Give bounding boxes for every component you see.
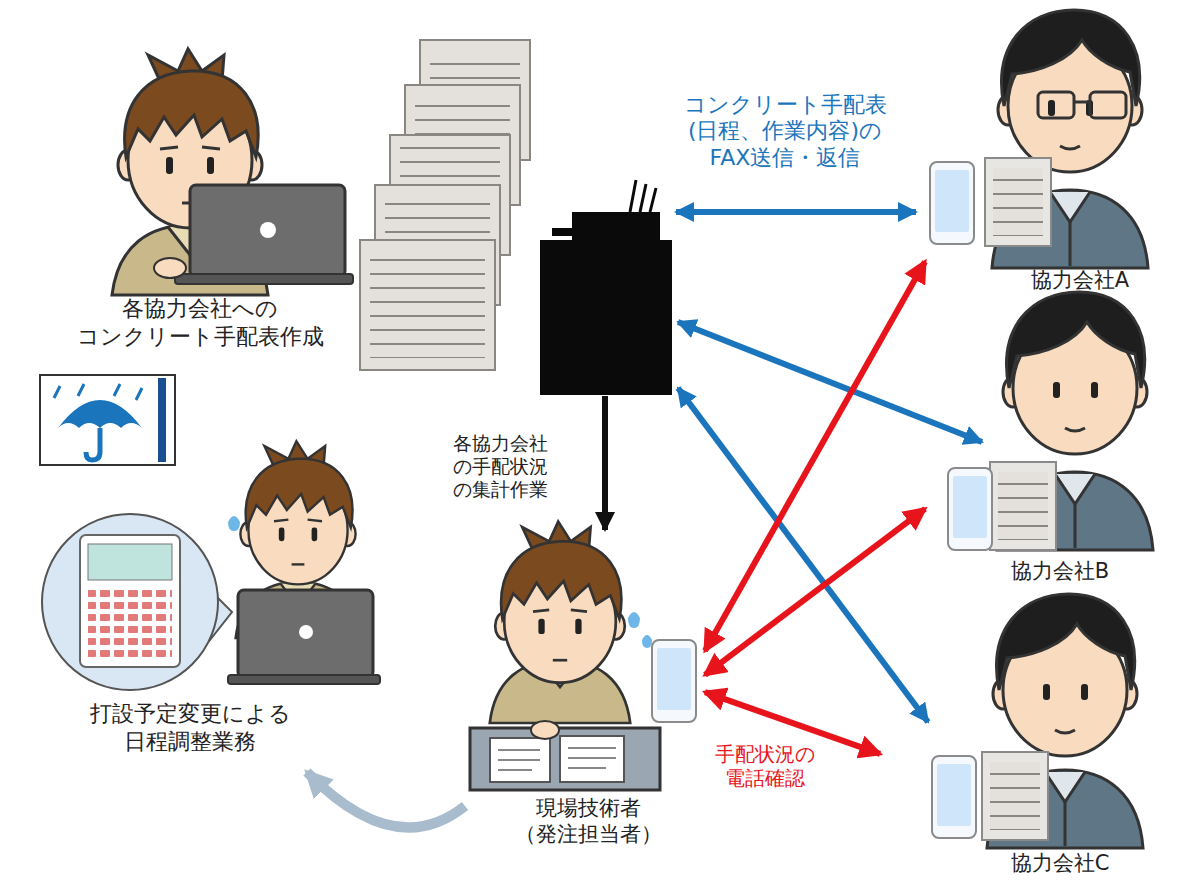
paper-stack-part [360, 240, 495, 370]
paper-stack-part [370, 252, 485, 358]
adjuster-figure-part [228, 675, 380, 684]
fax-machine-part [552, 228, 574, 236]
company-b-figure-part [990, 462, 1056, 550]
figure-caption: 各協力会社への コンクリート手配表作成 [50, 295, 350, 350]
engineer-figure-part [498, 748, 616, 770]
engineer-figure-part [470, 728, 660, 790]
figure-node: 協力会社B [925, 300, 1190, 590]
phone-arrow [705, 509, 925, 675]
adjuster-figure-part [88, 544, 172, 580]
company-a-figure-part [1038, 92, 1074, 118]
adjuster-figure-part [42, 514, 218, 690]
adjuster-figure-part [299, 625, 313, 639]
company-c-figure-part [932, 756, 976, 838]
creator-figure-part [175, 274, 353, 284]
creator-figure-part [260, 222, 276, 238]
adjuster-figure-part [228, 516, 240, 531]
company-b-figure [948, 292, 1153, 550]
fax-arrows-part [678, 388, 928, 722]
company-c-figure-part [993, 594, 1137, 756]
company-a-figure-part [1090, 92, 1126, 118]
fax-machine-part [540, 240, 672, 395]
adjuster-figure-part [58, 400, 142, 428]
company-a-figure-part [930, 162, 974, 244]
fax-machine-part [630, 180, 636, 212]
adjuster-figure-part [88, 588, 172, 660]
adjuster-figure-part [240, 441, 355, 584]
figure-caption: 協力会社C [980, 850, 1140, 876]
engineer-figure-part [531, 721, 559, 739]
creator-figure-part [190, 185, 345, 277]
engineer-figure-part [642, 635, 652, 648]
fax-label: コンクリート手配表 (日程、作業内容)の FAX送信・返信 [665, 92, 905, 171]
company-b-figure-part [1003, 292, 1147, 454]
figure-caption: 現場技術者 （発注担当者） [498, 795, 678, 848]
fax-arrows [676, 212, 982, 722]
adjuster-figure-part [80, 535, 180, 667]
adjuster-figure-part [86, 428, 100, 460]
company-a-figure [930, 10, 1148, 268]
fax-machine [540, 180, 672, 395]
fax-machine-part [640, 184, 646, 212]
company-c-figure [932, 594, 1143, 848]
figure-caption: 協力会社A [1000, 267, 1160, 293]
company-c-figure-part [982, 752, 1048, 840]
creator-figure [112, 49, 353, 295]
adjuster-figure-part [54, 384, 142, 400]
figure-node: 現場技術者 （発注担当者） [465, 530, 705, 875]
adjuster-figure-part [40, 375, 175, 465]
edge-label: 手配状況の 電話確認 [705, 742, 825, 790]
fax-machine-part [572, 212, 660, 242]
adjuster-figure [40, 375, 380, 690]
figure-caption: 打設予定変更による 日程調整業務 [40, 700, 340, 755]
fax-arrows-part [676, 209, 916, 215]
engineer-figure-part [628, 612, 640, 628]
company-a-figure-part [985, 158, 1051, 246]
paper-stack [360, 40, 530, 370]
figure-node: 打設予定変更による 日程調整業務 [30, 370, 385, 772]
figure-caption: 協力会社B [980, 558, 1140, 584]
aggregate-arrow [602, 396, 608, 530]
engineer-figure-part [652, 640, 696, 722]
adjuster-figure-part [238, 590, 373, 678]
creator-figure-part [154, 258, 186, 278]
company-b-figure-part [948, 468, 992, 550]
company-a-figure-part [1074, 101, 1090, 104]
company-a-figure-part [998, 10, 1142, 172]
engineer-figure [470, 522, 696, 790]
adjuster-figure-part [158, 378, 166, 462]
aggregate-label: 各協力会社 の手配状況 の集計作業 [430, 432, 570, 500]
curved-arrow [307, 772, 465, 827]
fax-machine-part [650, 188, 656, 212]
engineer-figure-part [495, 522, 625, 683]
figure-node: 協力会社C [880, 600, 1190, 885]
figure-node: 協力会社A [925, 5, 1190, 300]
figure-node: 各協力会社への コンクリート手配表作成 [30, 30, 370, 360]
